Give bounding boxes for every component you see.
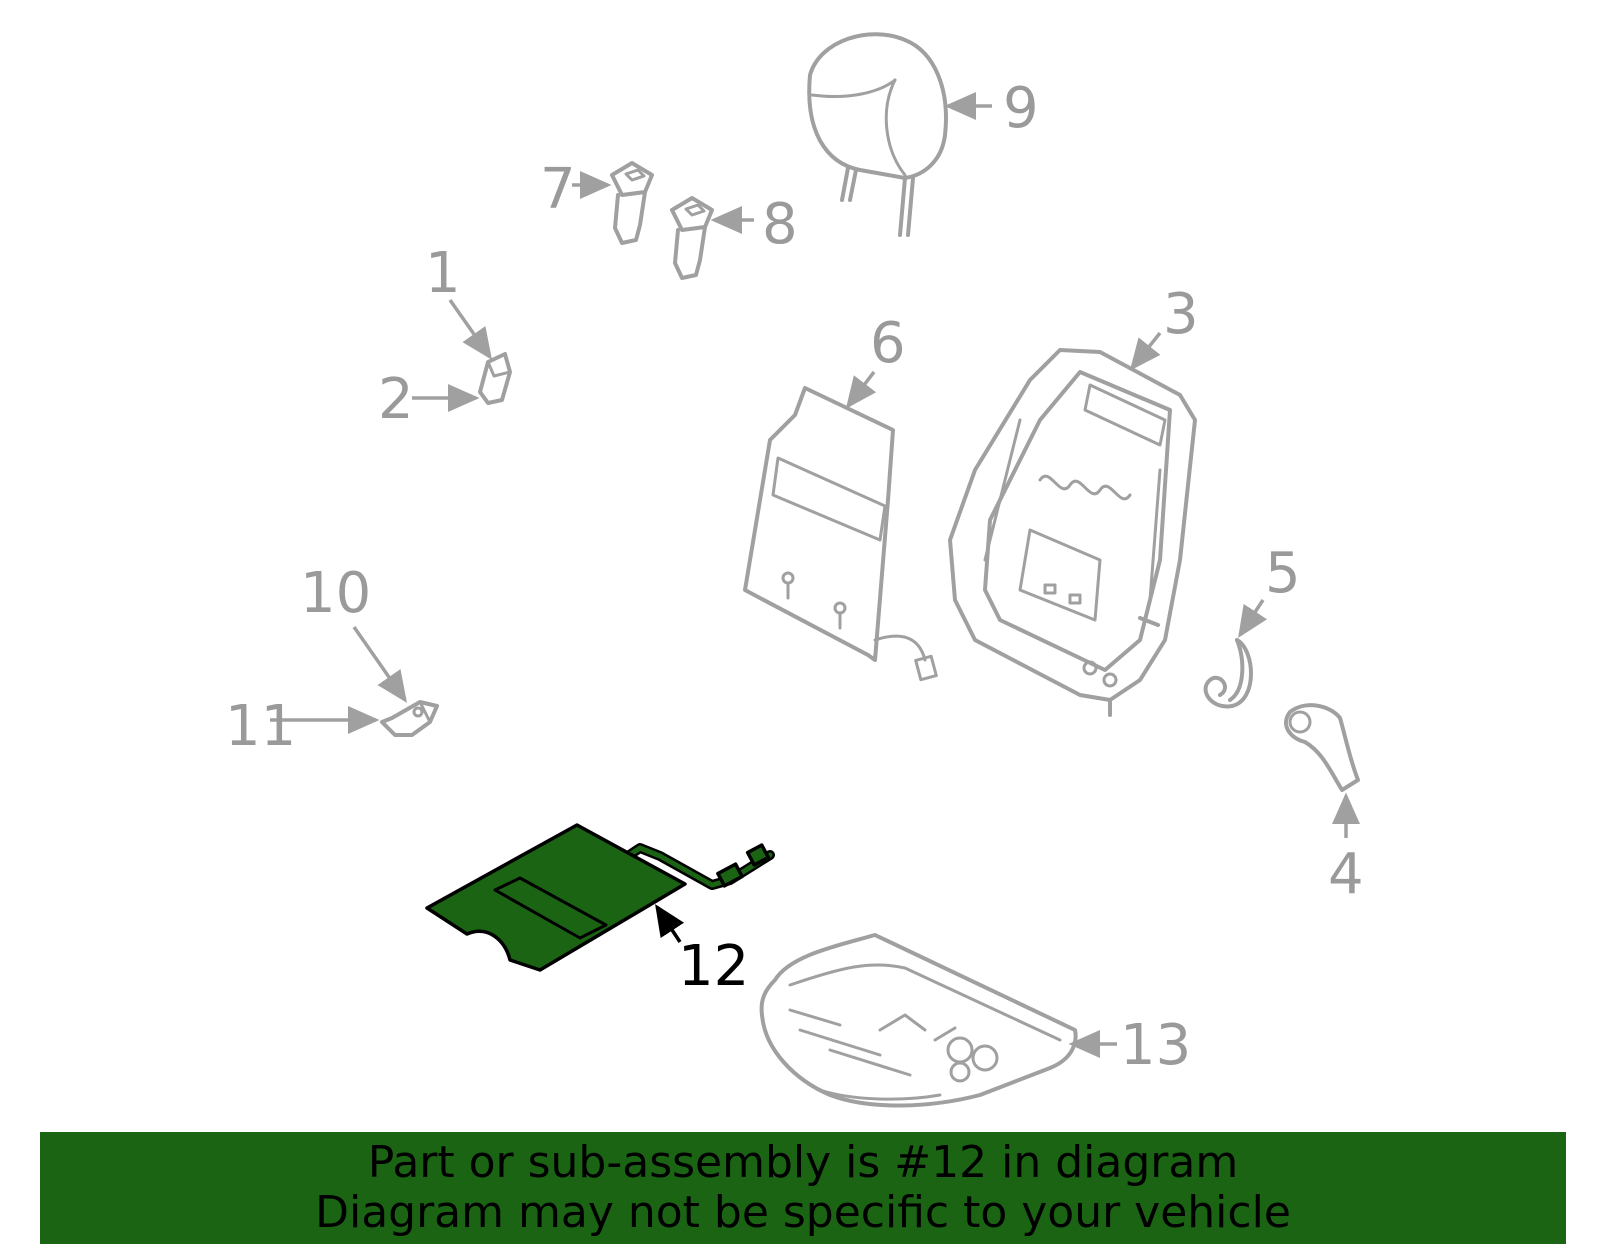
part-8-guide [670, 196, 714, 280]
leader-6 [845, 370, 877, 409]
callout-4: 4 [1328, 842, 1364, 907]
callout-9: 9 [1003, 76, 1039, 141]
banner-line-1: Part or sub-assembly is #12 in diagram [367, 1137, 1239, 1188]
part-4-knob [1284, 703, 1360, 792]
part-9-headrest [807, 32, 948, 237]
callout-11: 11 [225, 694, 296, 759]
callout-1: 1 [425, 241, 461, 306]
part-7-guide [610, 161, 654, 245]
leader-5 [1238, 599, 1268, 638]
callout-7: 7 [540, 157, 576, 222]
part-10-11-clip [380, 700, 439, 737]
part-3-seatback-frame [948, 348, 1197, 717]
banner-line-2: Diagram may not be specific to your vehi… [315, 1187, 1291, 1238]
callout-5: 5 [1265, 541, 1301, 606]
callout-13: 13 [1120, 1013, 1191, 1078]
leader-12 [655, 904, 685, 943]
part-5-wire [1203, 638, 1253, 709]
part-1-2-clip [478, 352, 512, 405]
leader-10 [352, 625, 408, 703]
callout-6: 6 [870, 311, 906, 376]
leader-1 [448, 298, 493, 360]
callout-8: 8 [762, 192, 798, 257]
part-12-seat-heater [425, 823, 775, 972]
part-6-back-panel [743, 386, 938, 682]
leader-3 [1129, 331, 1162, 371]
callout-3: 3 [1163, 282, 1199, 347]
part-13-cushion-pan [759, 933, 1078, 1108]
callout-2: 2 [378, 367, 414, 432]
info-banner: Part or sub-assembly is #12 in diagram D… [40, 1132, 1566, 1244]
callout-12: 12 [678, 934, 749, 999]
callout-10: 10 [300, 561, 371, 626]
